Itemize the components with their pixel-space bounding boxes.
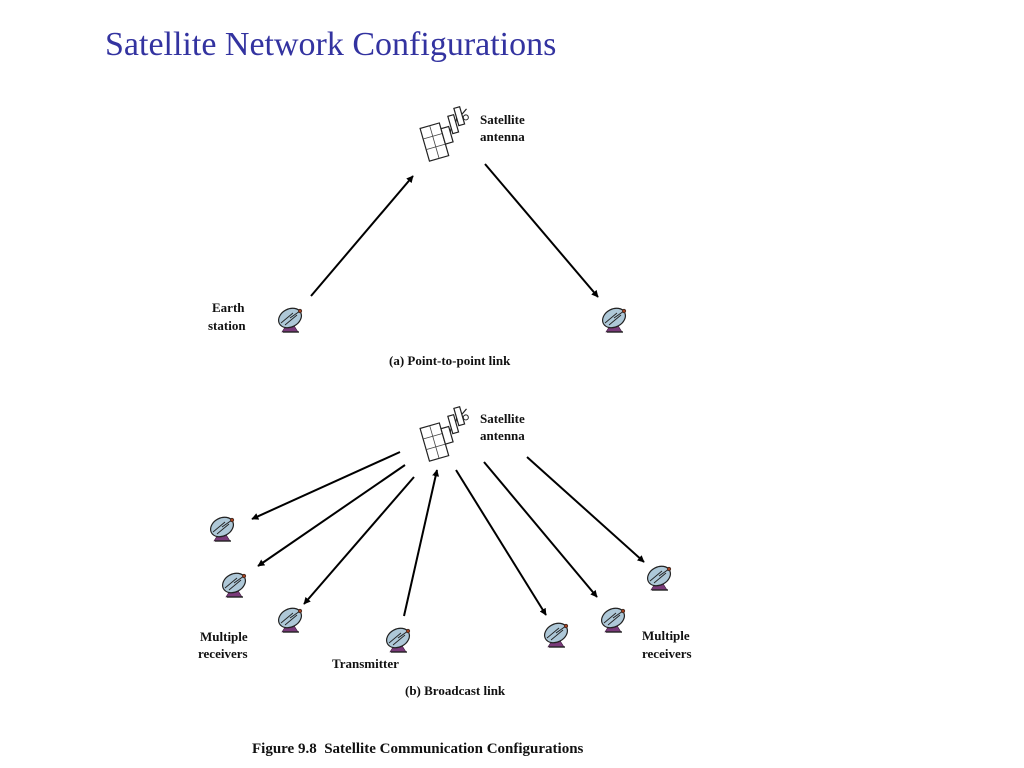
receiver-dish-icon [643, 561, 675, 591]
point-to-point-diagram: Satellite antenna Earth station (a) Poin… [208, 104, 630, 368]
earth-station-label-line2: station [208, 318, 246, 333]
satellite-icon [416, 404, 479, 462]
left-receivers-label-line1: Multiple [200, 629, 248, 644]
earth-station-dish-icon [274, 303, 306, 333]
broadcast-arrow-left-3 [303, 476, 415, 605]
downlink-arrow [484, 163, 599, 298]
broadcast-arrow-right-2 [483, 461, 598, 598]
right-receivers-label-line2: receivers [642, 646, 692, 661]
satellite-label-top-line1: Satellite [480, 112, 525, 127]
point-to-point-caption: (a) Point-to-point link [389, 353, 511, 368]
satellite-label-bottom-line2: antenna [480, 428, 525, 443]
broadcast-arrow-right-1 [455, 469, 547, 616]
broadcast-arrow-left-2 [257, 464, 406, 567]
transmitter-dish-icon [382, 623, 414, 653]
broadcast-arrow-left-1 [251, 451, 401, 520]
receiver-dish-icon [218, 568, 250, 598]
satellite-label-top-line2: antenna [480, 129, 525, 144]
receiver-dish-icon [206, 512, 238, 542]
left-receivers-label-line2: receivers [198, 646, 248, 661]
satellite-icon [416, 104, 479, 162]
right-receivers-label-line1: Multiple [642, 628, 690, 643]
transmitter-label: Transmitter [332, 656, 399, 671]
figure-caption: Figure 9.8 Satellite Communication Confi… [252, 741, 584, 757]
earth-station-label-line1: Earth [212, 300, 245, 315]
uplink-arrow [310, 175, 414, 297]
satellite-label-bottom-line1: Satellite [480, 411, 525, 426]
receiver-dish-icon [274, 603, 306, 633]
transmitter-uplink-arrow [403, 469, 440, 617]
receiver-dish-icon [540, 618, 572, 648]
receiving-station-dish-icon [598, 303, 630, 333]
broadcast-arrow-right-3 [526, 456, 645, 563]
broadcast-diagram: Satellite antenna Multiple receivers Tra… [198, 404, 692, 698]
broadcast-caption: (b) Broadcast link [405, 683, 506, 698]
receiver-dish-icon [597, 603, 629, 633]
slide-title: Satellite Network Configurations [105, 26, 557, 63]
